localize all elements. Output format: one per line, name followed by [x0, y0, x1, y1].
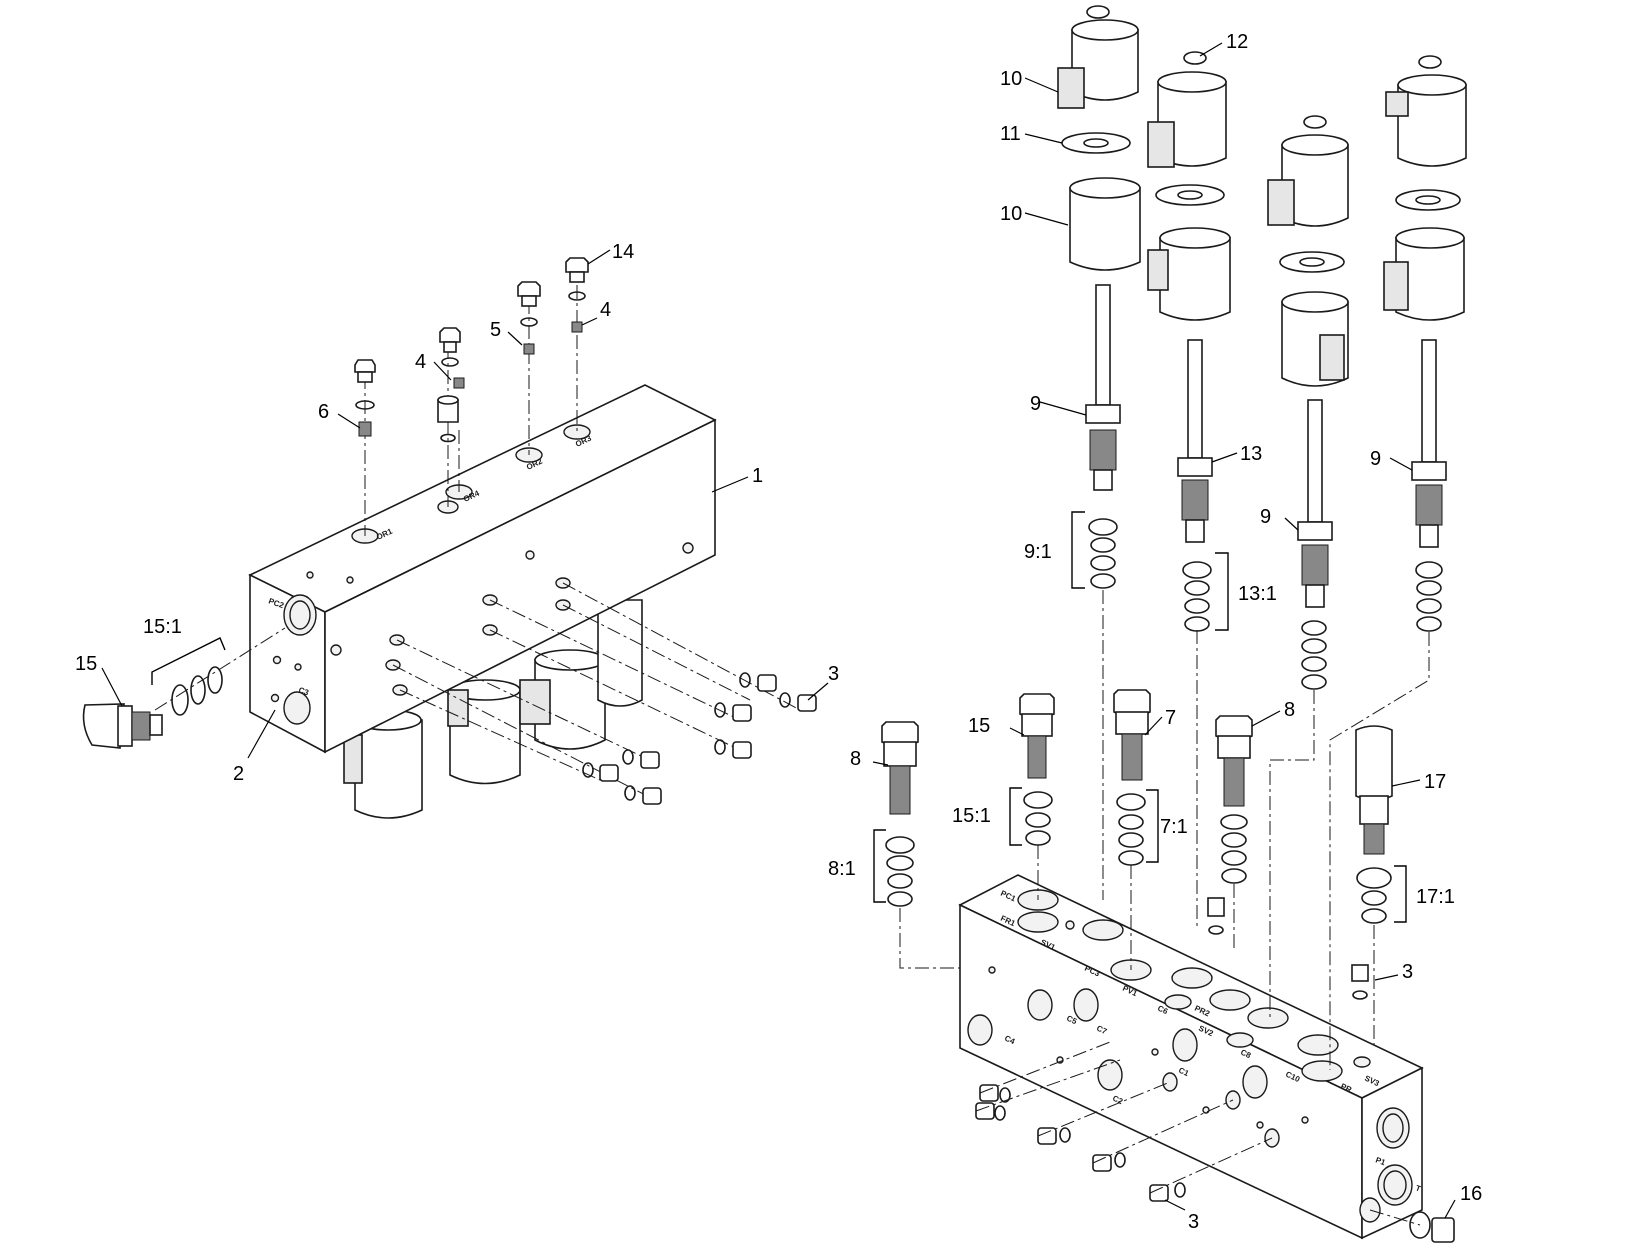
- port-label-t: T: [1414, 1183, 1422, 1193]
- callout-5: 5: [490, 319, 501, 341]
- callout-6: 6: [318, 401, 329, 423]
- solenoid-stack-3: [1267, 115, 1349, 608]
- callout-3-left: 3: [828, 663, 839, 685]
- callout-17: 17: [1424, 771, 1446, 793]
- callout-4-right: 4: [600, 299, 611, 321]
- callout-3-right: 3: [1402, 961, 1413, 983]
- port-label-c5: C5: [1065, 1014, 1079, 1027]
- callout-9-top: 9: [1030, 393, 1041, 415]
- right-assembly-axes: [899, 590, 1430, 1226]
- port-label-c2: C2: [1111, 1094, 1125, 1107]
- port-label-p1: P1: [1374, 1155, 1387, 1167]
- kit-label-7-1: 7:1: [1160, 816, 1188, 838]
- callout-9-right: 9: [1370, 448, 1381, 470]
- plug-14-d: [565, 257, 589, 333]
- callout-11: 11: [1000, 123, 1021, 145]
- manifold-block-2: PC1 FR1 SV1 PC3 PV1 C6 PR2 SV2 C8 C10 PR…: [958, 874, 1424, 1240]
- callout-10-bottom: 10: [1000, 203, 1022, 225]
- block-2-side-plugs: [975, 1084, 1455, 1243]
- callout-7: 7: [1165, 707, 1176, 729]
- callout-labels: 1 2 3 3 3 4 4 5 6 7 8 8 9 9 9 10 10 11 1…: [75, 31, 1482, 1233]
- callout-15-left: 15: [75, 653, 97, 675]
- solenoid-stack-4: [1383, 55, 1467, 548]
- solenoid-stack-1: [1057, 5, 1141, 491]
- port-label-c1: C1: [1177, 1066, 1191, 1079]
- kit-label-9-1: 9:1: [1024, 541, 1052, 563]
- callout-14: 14: [612, 241, 634, 263]
- callout-8-left: 8: [850, 748, 861, 770]
- plug-14-c: [517, 281, 541, 355]
- relief-valve-15-left: [82, 666, 223, 749]
- kit-label-13-1: 13:1: [1238, 583, 1277, 605]
- callout-2: 2: [233, 763, 244, 785]
- port-label-c7: C7: [1095, 1024, 1109, 1037]
- callout-9-middle: 9: [1260, 506, 1271, 528]
- callout-13: 13: [1240, 443, 1262, 465]
- coil-stack-under-block: [343, 599, 643, 819]
- port-label-pr: PR: [1339, 1082, 1353, 1095]
- kit-label-15-1-left: 15:1: [143, 616, 182, 638]
- callout-16: 16: [1460, 1183, 1482, 1205]
- port-label-c4: C4: [1003, 1034, 1017, 1047]
- kit-brackets: [151, 511, 1407, 923]
- callout-12: 12: [1226, 31, 1248, 53]
- kit-label-17-1: 17:1: [1416, 886, 1455, 908]
- port-label-c3: C3: [297, 685, 310, 697]
- manifold-block-1: OR1 OR4 OR2 OR3 PC2 C3: [248, 384, 717, 819]
- callout-1: 1: [752, 465, 763, 487]
- block-1-side-face: [324, 418, 716, 754]
- solenoid-stack-2: [1147, 51, 1231, 543]
- plug-14-a: [354, 359, 376, 437]
- cartridge-valves-right: [881, 689, 1393, 1000]
- kit-label-15-1-right: 15:1: [952, 805, 991, 827]
- port-label-c8: C8: [1239, 1048, 1253, 1061]
- oring-sets-right: [1088, 518, 1443, 690]
- leader-lines: [101, 42, 1456, 1219]
- block-1-top-fittings: [354, 257, 589, 443]
- block-2-right-ports: P1 T: [1359, 1107, 1422, 1223]
- callout-8-right: 8: [1284, 699, 1295, 721]
- callout-10-top: 10: [1000, 68, 1022, 90]
- block-1-side-plugs: [582, 672, 817, 805]
- kit-label-8-1: 8:1: [828, 858, 856, 880]
- port-label-c6: C6: [1156, 1004, 1170, 1017]
- callout-4-left: 4: [415, 351, 426, 373]
- block-1-front-ports: PC2 C3: [267, 594, 342, 725]
- plug-14-b: [437, 327, 465, 443]
- callout-15-right: 15: [968, 715, 990, 737]
- callout-3-bottom: 3: [1188, 1211, 1199, 1233]
